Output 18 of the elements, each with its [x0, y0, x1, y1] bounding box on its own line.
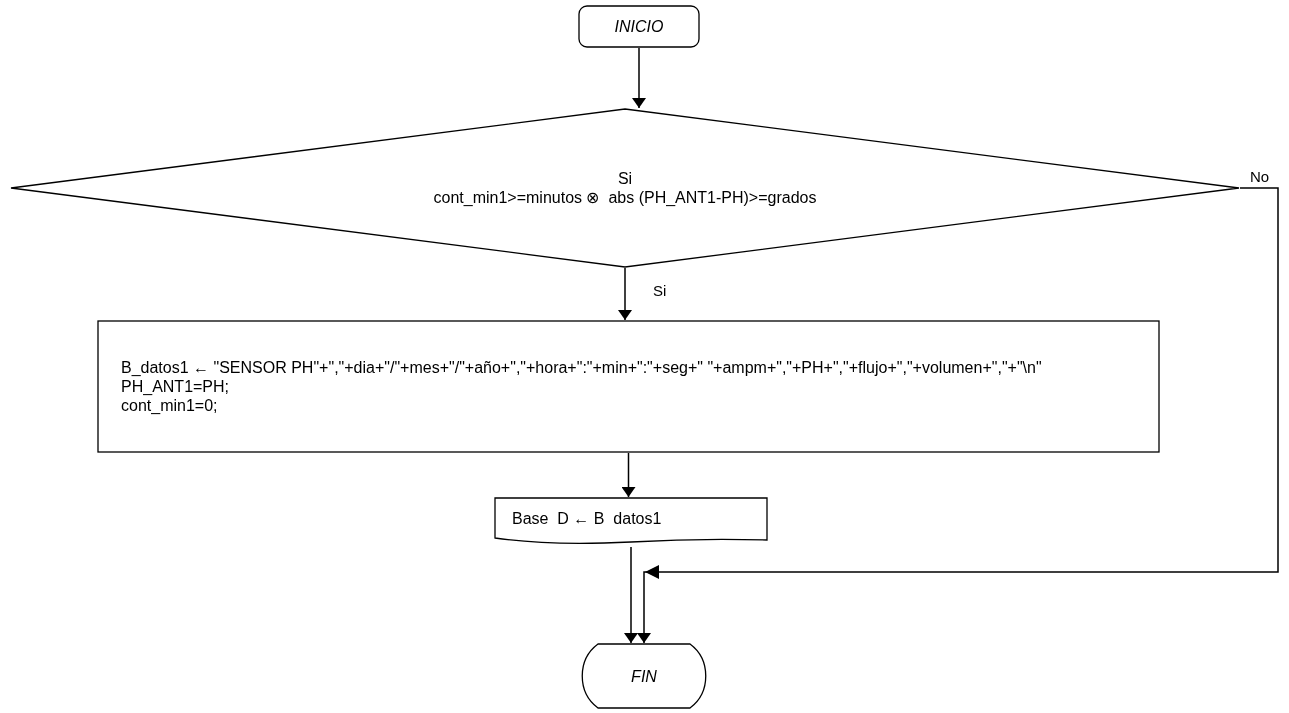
process-box: [97, 320, 1160, 453]
terminal-text: FIN: [631, 666, 657, 686]
condition-text: cont_min1>=minutos ⊗ abs (PH_ANT1-PH)>=grados: [433, 188, 817, 207]
statement-text: PH_ANT1=PH;: [121, 377, 230, 396]
start-terminal: [578, 5, 700, 48]
arrow: [637, 187, 1279, 644]
edge-label: Si: [651, 282, 669, 299]
condition-text: Si: [617, 169, 633, 188]
arrow: [632, 47, 646, 109]
terminal-text: INICIO: [614, 17, 664, 36]
arrow: [618, 267, 632, 321]
statement-text: cont_min1=0;: [121, 396, 218, 415]
statement-text: B_datos1 ← "SENSOR PH"+","+dia+"/"+mes+"/"+año+","+hora+":"+min+":"+seg+" "+ampm+","+PH+","+flujo+","+volumen+","+"\n": [121, 358, 1042, 377]
arrow: [624, 546, 638, 644]
decision-diamond: [10, 108, 1240, 268]
document-shape: [494, 497, 768, 547]
output-text: Base D ← B datos1: [512, 508, 662, 528]
arrow: [621, 452, 636, 498]
